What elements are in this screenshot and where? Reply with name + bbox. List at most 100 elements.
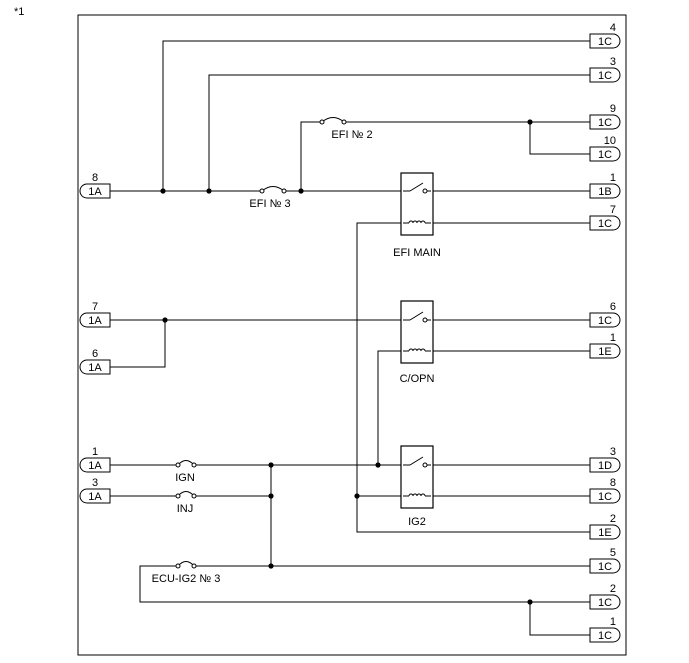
connector-tab bbox=[589, 343, 621, 359]
relay-label: IG2 bbox=[408, 516, 426, 528]
connector-code: 1D bbox=[598, 460, 612, 472]
pin-number: 1 bbox=[610, 172, 616, 184]
fuse-ign: IGN bbox=[171, 460, 201, 484]
pin-number: 6 bbox=[92, 348, 98, 360]
relay-coil bbox=[408, 493, 426, 497]
wire-segment bbox=[139, 565, 590, 603]
relay-coil bbox=[408, 348, 426, 352]
fuse-symbol bbox=[171, 491, 201, 497]
pin-number: 3 bbox=[610, 56, 616, 68]
connector-code: 1E bbox=[598, 346, 611, 358]
relay-ig2: IG2 bbox=[400, 445, 434, 528]
fuse-efi-no3: EFI № 3 bbox=[249, 186, 291, 210]
relay-switch-contact bbox=[422, 462, 428, 468]
connector-code: 1A bbox=[88, 362, 102, 374]
fuse-contact bbox=[191, 493, 197, 499]
connector-code: 1C bbox=[598, 561, 612, 573]
connector-tab bbox=[589, 627, 621, 643]
relay-box bbox=[400, 172, 434, 236]
fuse-inj: INJ bbox=[171, 491, 201, 515]
relay-switch-contact bbox=[422, 188, 428, 194]
connector-tab bbox=[589, 312, 621, 328]
connector-tab bbox=[79, 457, 111, 473]
relay-label: C/OPN bbox=[400, 373, 435, 385]
connector-tab bbox=[589, 114, 621, 130]
terminal-1a-pin-8: 81A bbox=[79, 172, 111, 199]
wire-segment bbox=[208, 74, 590, 191]
connector-code: 1A bbox=[88, 186, 102, 198]
junction-dot bbox=[160, 188, 166, 194]
diagram-frame bbox=[77, 14, 627, 656]
connector-tab bbox=[79, 312, 111, 328]
connector-tab bbox=[589, 558, 621, 574]
connector-code: 1C bbox=[598, 149, 612, 161]
connector-code: 1C bbox=[598, 630, 612, 642]
connector-tab bbox=[79, 359, 111, 375]
fuses: EFI № 2 EFI № 3 IGN INJ ECU-IG2 № 3 bbox=[152, 117, 373, 585]
figure-reference-mark: *1 bbox=[14, 6, 25, 18]
fuse-contact bbox=[175, 493, 181, 499]
fuse-contact bbox=[259, 188, 265, 194]
relay-switch-blade bbox=[409, 182, 424, 192]
fuse-contact bbox=[319, 119, 325, 125]
relay-box bbox=[400, 445, 434, 509]
connector-tab bbox=[589, 146, 621, 162]
fuse-ecu-ig2-no3: ECU-IG2 № 3 bbox=[152, 561, 220, 585]
junction-dot bbox=[354, 493, 360, 499]
junction-dot bbox=[268, 563, 274, 569]
pin-number: 8 bbox=[92, 172, 98, 184]
wire-segment bbox=[529, 122, 590, 155]
terminal-1e-pin-1: 11E bbox=[589, 332, 621, 359]
fuse-efi-no2: EFI № 2 bbox=[315, 117, 373, 141]
connector-code: 1C bbox=[598, 117, 612, 129]
relay-coil bbox=[408, 220, 426, 224]
fuse-contact bbox=[175, 563, 181, 569]
terminal-1c-pin-7: 71C bbox=[589, 204, 621, 231]
wire-segment bbox=[162, 40, 590, 191]
terminal-1c-pin-4: 41C bbox=[589, 22, 621, 49]
terminal-1e-pin-2: 21E bbox=[589, 513, 621, 540]
terminal-1a-pin-6: 61A bbox=[79, 348, 111, 375]
pin-number: 7 bbox=[92, 301, 98, 313]
connector-code: 1C bbox=[598, 491, 612, 503]
pin-number: 8 bbox=[610, 477, 616, 489]
pin-number: 1 bbox=[610, 332, 616, 344]
pin-number: 9 bbox=[610, 103, 616, 115]
wire-segment bbox=[300, 121, 315, 191]
connector-tab bbox=[79, 183, 111, 199]
connector-code: 1A bbox=[88, 491, 102, 503]
relay-switch-contact bbox=[422, 317, 428, 323]
relay-box bbox=[400, 300, 434, 364]
fuse-contact bbox=[191, 563, 197, 569]
fuse-contact bbox=[341, 119, 347, 125]
connector-code: 1C bbox=[598, 218, 612, 230]
junction-dot bbox=[268, 462, 274, 468]
pin-number: 5 bbox=[610, 547, 616, 559]
connector-code: 1E bbox=[598, 527, 611, 539]
junction-dots bbox=[160, 119, 533, 605]
wire-segment bbox=[356, 222, 590, 533]
terminal-1c-pin-3: 31C bbox=[589, 56, 621, 83]
connector-code: 1C bbox=[598, 315, 612, 327]
pin-number: 6 bbox=[610, 301, 616, 313]
relay-switch-blade bbox=[409, 311, 424, 321]
junction-dot bbox=[527, 119, 533, 125]
fuse-label: EFI № 3 bbox=[249, 198, 290, 210]
connector-code: 1C bbox=[598, 597, 612, 609]
terminal-1a-pin-7: 71A bbox=[79, 301, 111, 328]
connector-tab bbox=[589, 594, 621, 610]
connector-tab bbox=[589, 33, 621, 49]
fuse-symbol bbox=[171, 460, 201, 466]
wire-segment bbox=[529, 602, 590, 636]
connector-code: 1A bbox=[88, 460, 102, 472]
fuse-label: INJ bbox=[177, 503, 194, 515]
relay-label: EFI MAIN bbox=[393, 247, 441, 259]
pin-number: 10 bbox=[604, 135, 616, 147]
terminal-1c-pin-1: 11C bbox=[589, 616, 621, 643]
connector-tab bbox=[589, 457, 621, 473]
terminal-1c-pin-9: 91C bbox=[589, 103, 621, 130]
connector-tab bbox=[589, 488, 621, 504]
fuse-contact bbox=[281, 188, 287, 194]
